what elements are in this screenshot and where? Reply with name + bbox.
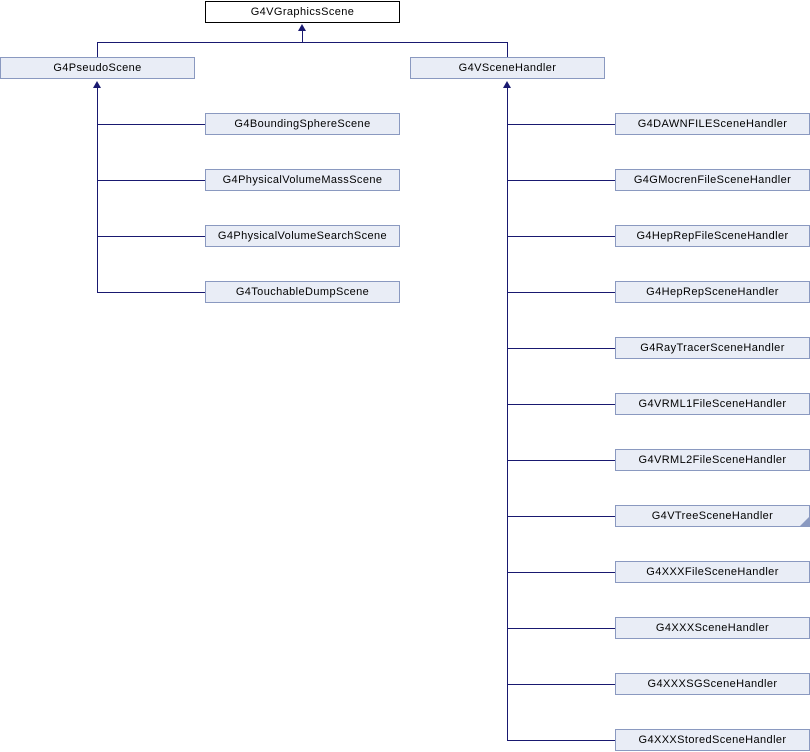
edge-branch	[507, 124, 615, 125]
class-node-label: G4VRML1FileSceneHandler	[638, 398, 787, 410]
class-node-g4boundingspherescene[interactable]: G4BoundingSphereScene	[205, 113, 400, 135]
edge-branch	[97, 236, 205, 237]
class-node-root: G4VGraphicsScene	[205, 1, 400, 23]
arrow-up-icon	[298, 24, 306, 31]
class-node-g4physicalvolumemassscene[interactable]: G4PhysicalVolumeMassScene	[205, 169, 400, 191]
class-node-label: G4XXXSceneHandler	[655, 622, 770, 634]
class-node-label: G4VRML2FileSceneHandler	[638, 454, 787, 466]
class-node-g4vtreescenehandler[interactable]: G4VTreeSceneHandler	[615, 505, 810, 527]
edge-branch	[507, 628, 615, 629]
class-node-g4vscenehandler[interactable]: G4VSceneHandler	[410, 57, 605, 79]
class-node-label: G4BoundingSphereScene	[234, 118, 371, 130]
class-node-label: G4TouchableDumpScene	[235, 286, 370, 298]
class-node-g4xxxfilescenehandler[interactable]: G4XXXFileSceneHandler	[615, 561, 810, 583]
edge-branch	[97, 180, 205, 181]
edge-bus	[97, 42, 508, 43]
arrow-up-icon	[503, 81, 511, 88]
class-node-label: G4XXXSGSceneHandler	[647, 678, 778, 690]
edge-branch	[507, 236, 615, 237]
class-node-g4vrml2filescenehandler[interactable]: G4VRML2FileSceneHandler	[615, 449, 810, 471]
edge-branch	[507, 460, 615, 461]
edge-root-stem	[302, 30, 303, 43]
class-node-label: G4VSceneHandler	[458, 62, 557, 74]
edge-branch	[507, 516, 615, 517]
class-node-g4heprepscenehandler[interactable]: G4HepRepSceneHandler	[615, 281, 810, 303]
edge-left-drop	[97, 42, 98, 57]
class-node-label: G4RayTracerSceneHandler	[640, 342, 785, 354]
class-node-g4vrml1filescenehandler[interactable]: G4VRML1FileSceneHandler	[615, 393, 810, 415]
class-node-label: G4HepRepFileSceneHandler	[636, 230, 789, 242]
edge-branch	[97, 124, 205, 125]
class-node-label: G4PhysicalVolumeMassScene	[222, 174, 383, 186]
edge-branch	[507, 404, 615, 405]
class-node-label: G4DAWNFILESceneHandler	[637, 118, 788, 130]
class-node-label: G4PhysicalVolumeSearchScene	[217, 230, 388, 242]
class-node-g4gmocrenfilescenehandler[interactable]: G4GMocrenFileSceneHandler	[615, 169, 810, 191]
truncated-subtree-corner-icon	[800, 517, 809, 526]
class-node-g4xxxscenehandler[interactable]: G4XXXSceneHandler	[615, 617, 810, 639]
class-node-label: G4GMocrenFileSceneHandler	[633, 174, 792, 186]
class-node-g4xxxsgscenehandler[interactable]: G4XXXSGSceneHandler	[615, 673, 810, 695]
class-node-label: G4XXXStoredSceneHandler	[638, 734, 787, 746]
class-node-label: G4XXXFileSceneHandler	[646, 566, 779, 578]
class-node-label: G4PseudoScene	[53, 62, 142, 74]
class-node-g4pseudoscene[interactable]: G4PseudoScene	[0, 57, 195, 79]
edge-branch	[507, 180, 615, 181]
edge-branch	[97, 292, 205, 293]
class-node-g4dawnfilescenehandler[interactable]: G4DAWNFILESceneHandler	[615, 113, 810, 135]
class-node-label: G4VTreeSceneHandler	[651, 510, 774, 522]
edge-branch	[507, 348, 615, 349]
class-node-g4heprepfilescenehandler[interactable]: G4HepRepFileSceneHandler	[615, 225, 810, 247]
class-node-g4raytracerscenehandler[interactable]: G4RayTracerSceneHandler	[615, 337, 810, 359]
edge-right-spine	[507, 87, 508, 741]
class-node-label: G4HepRepSceneHandler	[646, 286, 779, 298]
edge-branch	[507, 572, 615, 573]
class-node-g4xxxstoredscenehandler[interactable]: G4XXXStoredSceneHandler	[615, 729, 810, 751]
edge-right-drop	[507, 42, 508, 57]
class-node-label: G4VGraphicsScene	[250, 6, 355, 18]
class-node-g4physicalvolumesearchscene[interactable]: G4PhysicalVolumeSearchScene	[205, 225, 400, 247]
edge-branch	[507, 292, 615, 293]
class-node-g4touchabledumpscene[interactable]: G4TouchableDumpScene	[205, 281, 400, 303]
edge-left-spine	[97, 87, 98, 293]
arrow-up-icon	[93, 81, 101, 88]
edge-branch	[507, 740, 615, 741]
edge-branch	[507, 684, 615, 685]
